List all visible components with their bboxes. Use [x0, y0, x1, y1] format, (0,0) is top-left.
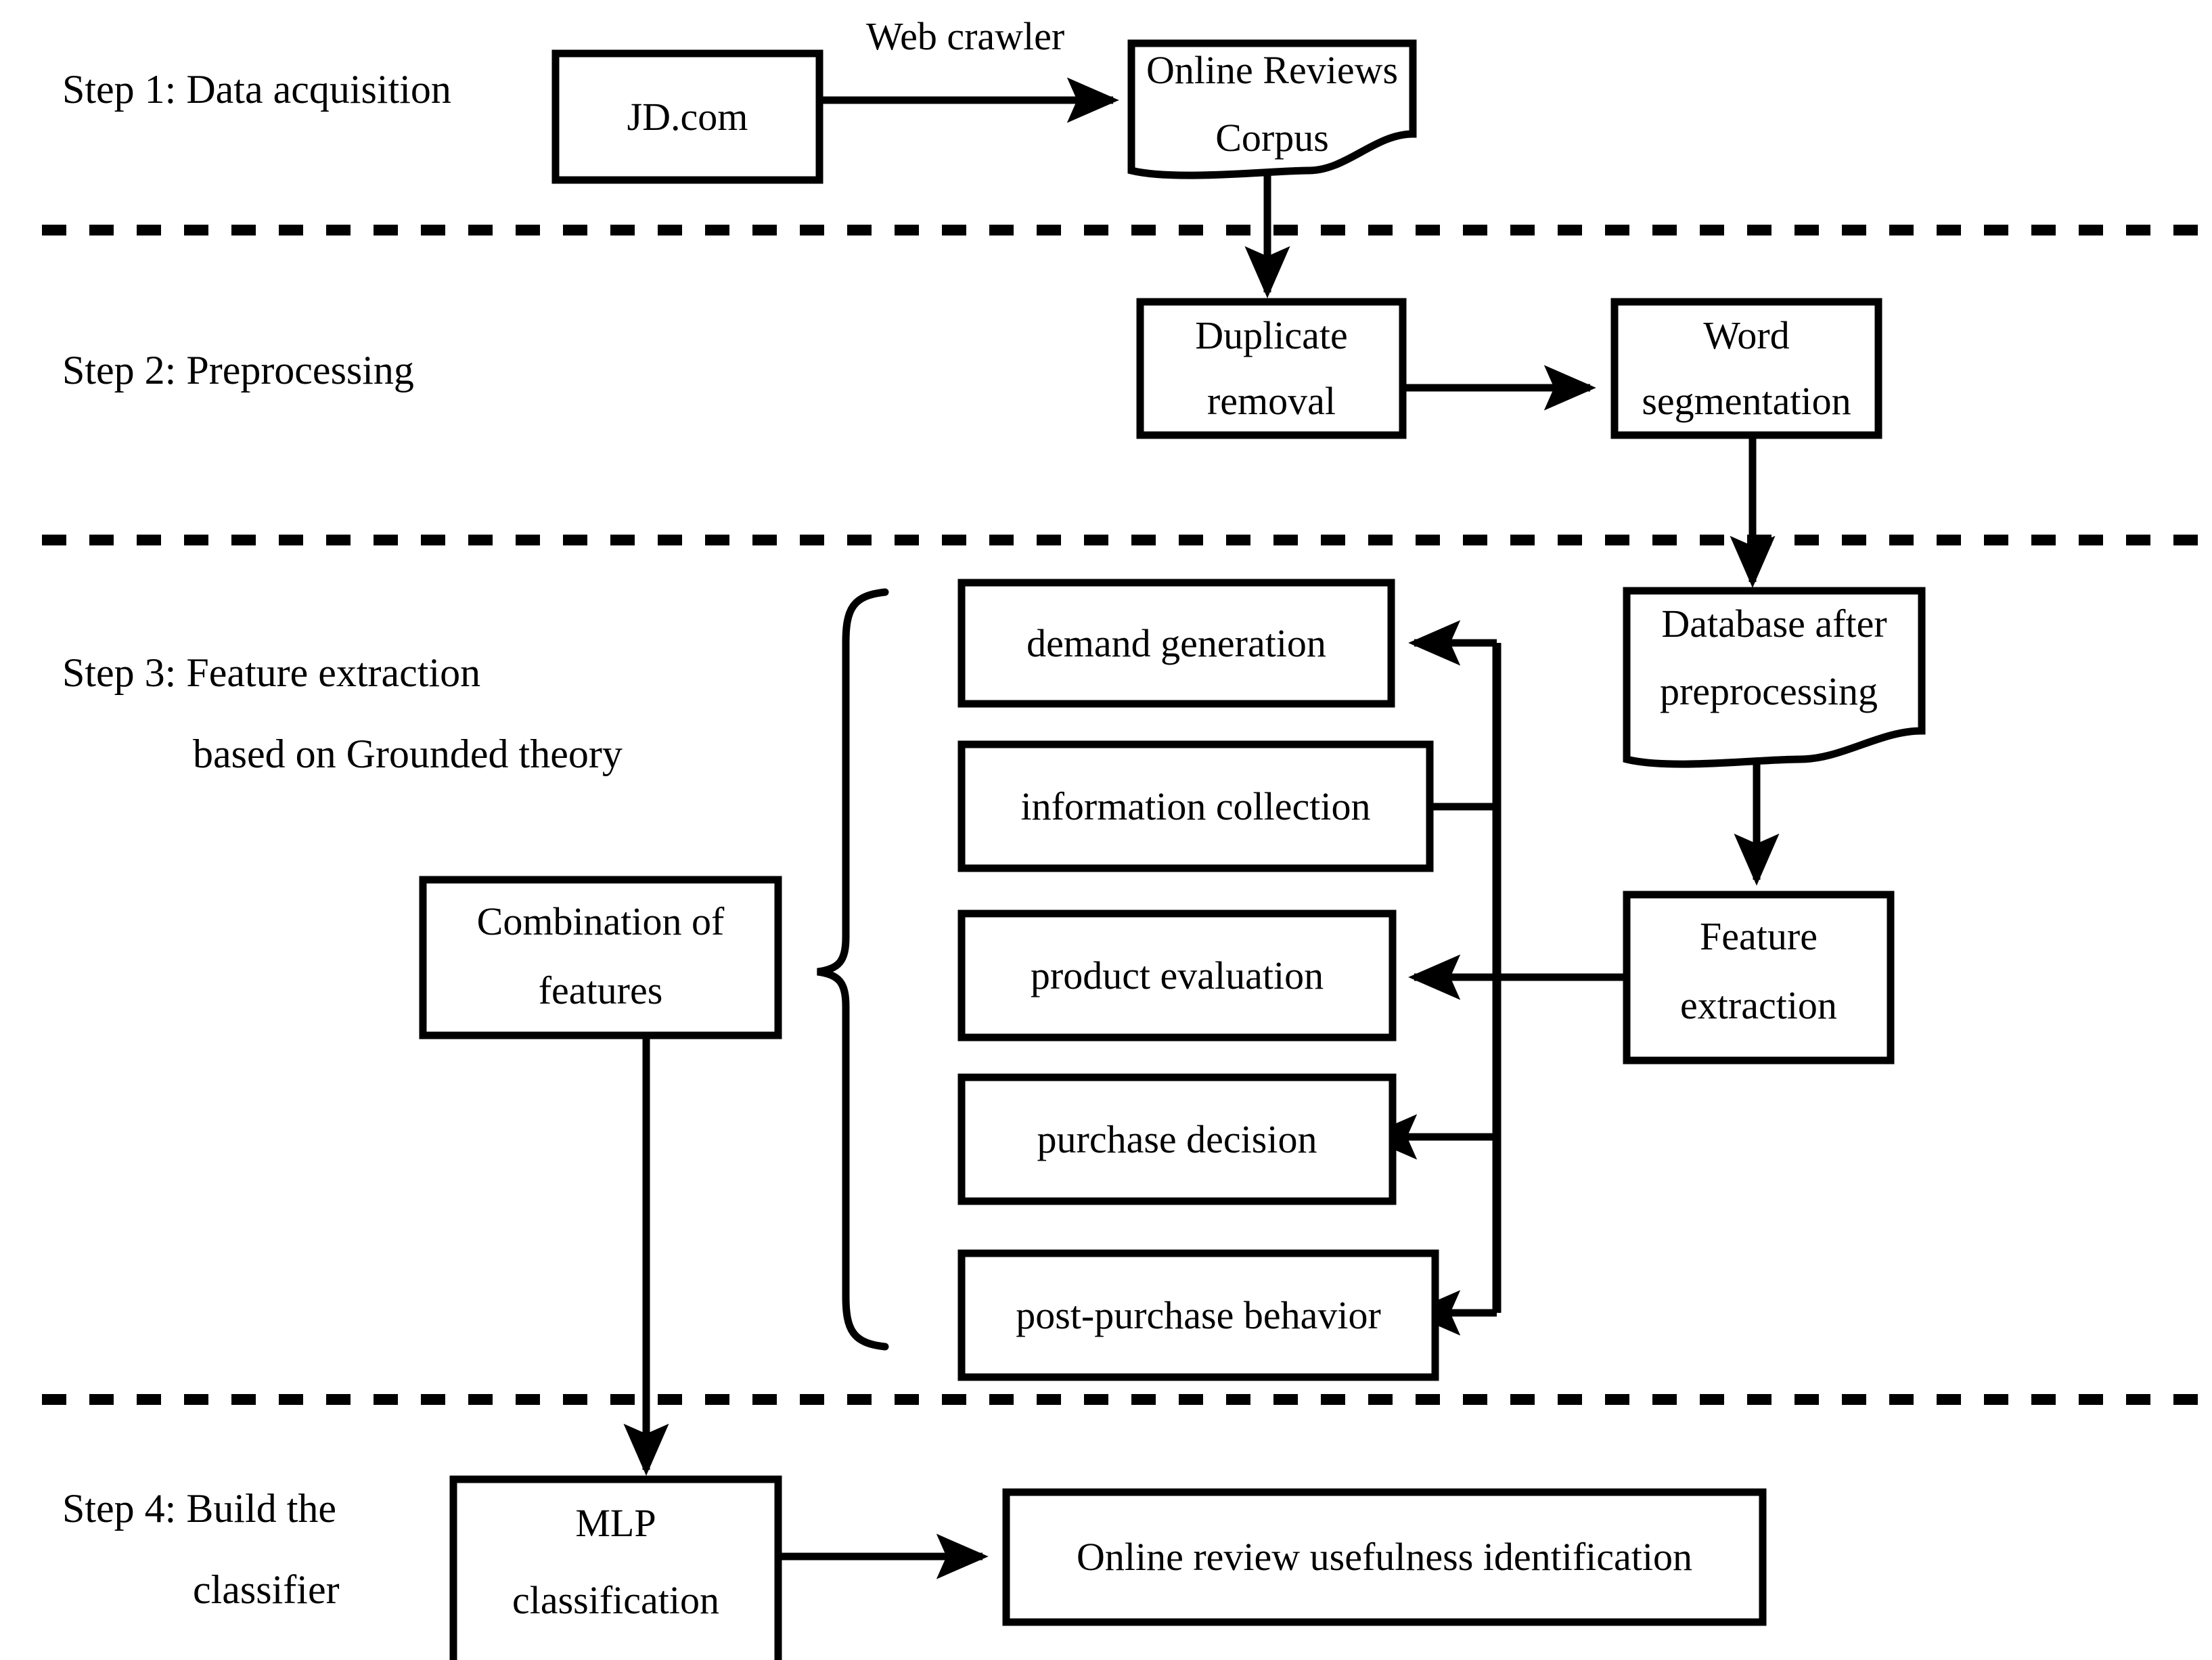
node-database-after-preprocessing[interactable]	[1627, 591, 1922, 770]
node-purchase-decision[interactable]	[962, 1077, 1393, 1201]
node-jd-com[interactable]	[556, 53, 819, 180]
step-label-4-line2: classifier	[193, 1567, 340, 1612]
node-feature-extraction[interactable]	[1627, 895, 1891, 1060]
node-word-segmentation[interactable]	[1615, 302, 1878, 435]
node-combination-of-features[interactable]	[423, 880, 778, 1035]
node-mlp-classification[interactable]	[453, 1479, 778, 1660]
node-duplicate-removal[interactable]	[1140, 302, 1403, 435]
node-online-reviews-corpus[interactable]	[1131, 35, 1413, 181]
edge-label-web-crawler: Web crawler	[866, 14, 1065, 58]
step-label-1: Step 1: Data acquisition	[62, 67, 451, 112]
node-information-collection[interactable]	[962, 744, 1430, 868]
step-label-2: Step 2: Preprocessing	[62, 348, 414, 392]
step-label-3-line1: Step 3: Feature extraction	[62, 650, 481, 695]
step-label-4-line1: Step 4: Build the	[62, 1486, 336, 1531]
node-post-purchase-behavior[interactable]	[962, 1253, 1435, 1377]
node-online-review-usefulness-identification[interactable]	[1006, 1492, 1763, 1622]
node-product-evaluation[interactable]	[962, 914, 1393, 1037]
node-demand-generation[interactable]	[962, 583, 1391, 704]
feature-group-brace	[817, 588, 889, 1351]
step-label-3-line2: based on Grounded theory	[193, 732, 623, 776]
